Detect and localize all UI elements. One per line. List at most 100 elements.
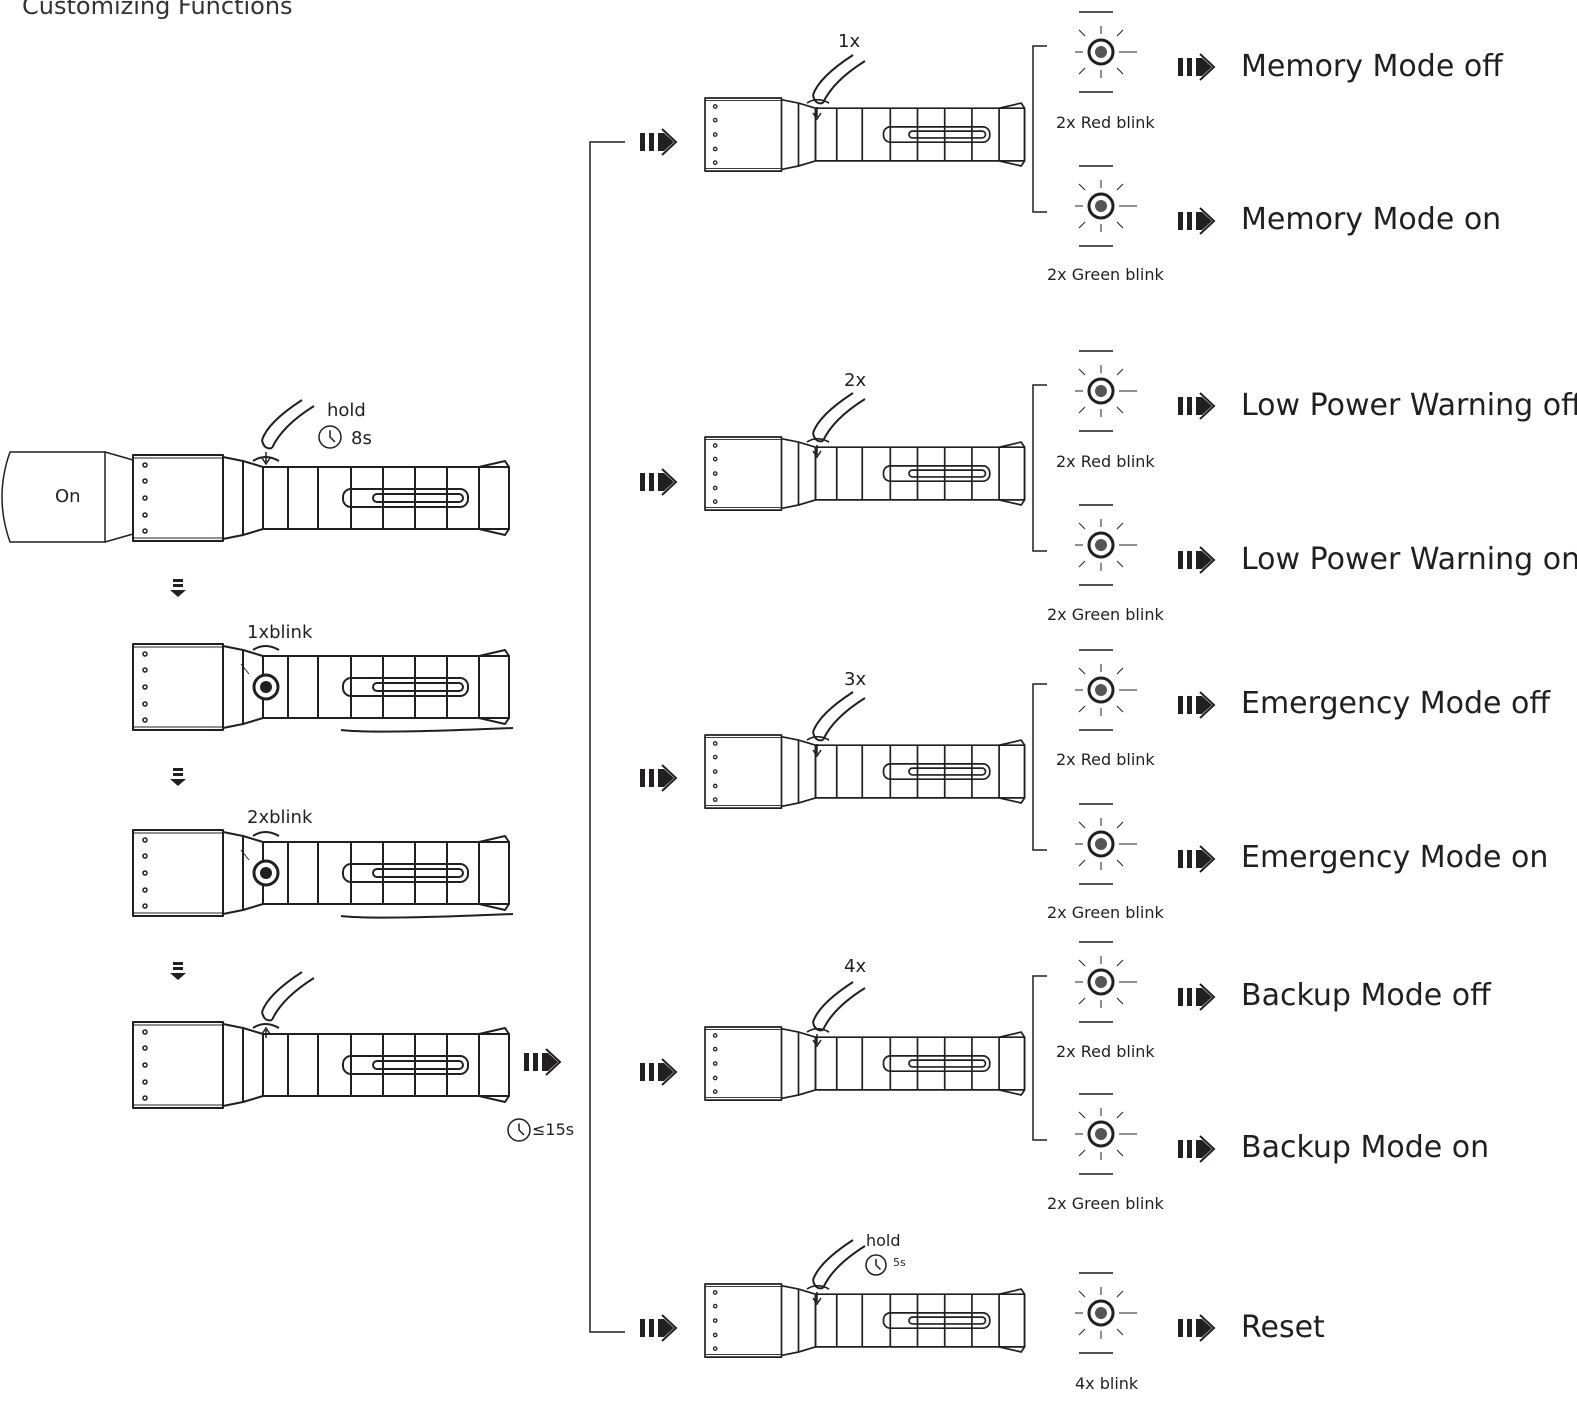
finger-press-icon bbox=[812, 1239, 866, 1306]
flashlight-bezel bbox=[704, 734, 783, 809]
bezel-dot bbox=[712, 1332, 718, 1338]
flashlight-body bbox=[814, 446, 1026, 501]
finger-press-icon bbox=[261, 971, 315, 1038]
bezel-dot bbox=[712, 499, 718, 504]
flashlight-tail bbox=[478, 460, 510, 536]
bezel-dot bbox=[142, 495, 148, 501]
bezel-dot bbox=[142, 1029, 148, 1035]
pocket-clip bbox=[882, 763, 991, 781]
bezel-dot bbox=[712, 1089, 718, 1094]
flashlight-tail bbox=[998, 1288, 1026, 1353]
main-bracket bbox=[589, 141, 625, 1333]
flashlight-neck bbox=[222, 645, 244, 729]
bezel-dot bbox=[142, 1079, 148, 1085]
result-off-label: Memory Mode off bbox=[1241, 49, 1503, 84]
flow-arrow-icon bbox=[1178, 207, 1216, 235]
light-beam bbox=[1, 451, 106, 543]
pocket-clip bbox=[342, 1055, 469, 1075]
bezel-dot bbox=[142, 478, 148, 484]
press-count-label: 1x bbox=[838, 31, 861, 52]
page-title: Customizing Functions bbox=[22, 0, 293, 20]
bezel-dot bbox=[142, 528, 148, 534]
bezel-dot bbox=[142, 512, 148, 518]
down-arrow-icon bbox=[170, 768, 186, 786]
flashlight-neck bbox=[222, 1023, 244, 1107]
bezel-dot bbox=[712, 104, 718, 109]
bezel-dot bbox=[712, 1318, 718, 1323]
hold-label: hold bbox=[327, 400, 366, 421]
finger-press-icon bbox=[261, 399, 315, 466]
pocket-clip bbox=[342, 677, 469, 697]
flow-arrow-icon bbox=[524, 1048, 562, 1076]
flashlight-neck bbox=[781, 735, 800, 808]
flashlight-body bbox=[262, 841, 510, 905]
flashlight-tail bbox=[478, 649, 510, 725]
bezel-dot bbox=[712, 117, 718, 123]
bezel-dot bbox=[142, 1062, 148, 1068]
reset-blink-label: 4x blink bbox=[1075, 1374, 1139, 1393]
bezel-dot bbox=[712, 1033, 718, 1038]
finger-press-icon bbox=[812, 54, 866, 121]
flashlight-neck bbox=[222, 456, 244, 540]
flashlight bbox=[704, 1026, 1026, 1101]
flashlight bbox=[132, 829, 514, 919]
flashlight bbox=[132, 1021, 510, 1109]
flow-arrow-icon bbox=[1178, 691, 1216, 719]
flashlight-neck bbox=[781, 1284, 800, 1357]
led-indicator-icon bbox=[1075, 11, 1137, 93]
flashlight-body bbox=[814, 1293, 1026, 1348]
green-blink-label: 2x Green blink bbox=[1047, 903, 1164, 922]
flow-arrow-icon bbox=[1178, 53, 1216, 81]
red-blink-label: 2x Red blink bbox=[1056, 750, 1155, 769]
press-arrow-icon bbox=[812, 1292, 822, 1306]
pocket-clip bbox=[882, 1312, 991, 1330]
power-switch bbox=[806, 1284, 830, 1290]
flashlight-tail bbox=[478, 835, 510, 911]
power-switch bbox=[252, 831, 280, 837]
bezel-dot bbox=[142, 1095, 148, 1101]
hold-time-label: 8s bbox=[351, 428, 372, 449]
bezel-dot bbox=[142, 1045, 148, 1051]
flashlight bbox=[704, 1283, 1026, 1358]
bezel-dot bbox=[712, 1075, 718, 1081]
flow-arrow-icon bbox=[640, 468, 678, 496]
down-arrow-icon bbox=[170, 962, 186, 980]
press-arrow-icon bbox=[812, 744, 822, 758]
bezel-dot bbox=[712, 783, 718, 789]
flashlight-bezel bbox=[132, 454, 224, 542]
bezel-dot bbox=[142, 684, 148, 690]
flow-arrow-icon bbox=[640, 128, 678, 156]
power-switch bbox=[806, 437, 830, 443]
flow-arrow-icon bbox=[640, 764, 678, 792]
bezel-dot bbox=[712, 160, 718, 165]
green-blink-label: 2x Green blink bbox=[1047, 265, 1164, 284]
led-indicator-icon bbox=[1075, 165, 1137, 247]
press-arrow-icon bbox=[812, 445, 822, 459]
press-arrow-icon bbox=[812, 107, 822, 121]
flow-arrow-icon bbox=[640, 1058, 678, 1086]
result-on-label: Low Power Warning on bbox=[1241, 542, 1577, 577]
bezel-dot bbox=[712, 1046, 718, 1052]
bezel-dot bbox=[142, 887, 148, 893]
press-arrow-icon bbox=[261, 452, 271, 466]
timeout-label: ≤15s bbox=[532, 1120, 575, 1139]
flashlight-body bbox=[814, 107, 1026, 162]
reset-hold-time-label: 5s bbox=[893, 1256, 906, 1269]
bezel-dot bbox=[142, 837, 148, 843]
blink-once-label: 1xblink bbox=[247, 622, 313, 643]
bezel-dot bbox=[712, 741, 718, 746]
result-on-label: Emergency Mode on bbox=[1241, 840, 1549, 875]
led-indicator-icon bbox=[1075, 1272, 1137, 1354]
red-blink-label: 2x Red blink bbox=[1056, 452, 1155, 471]
red-blink-label: 2x Red blink bbox=[1056, 113, 1155, 132]
bezel-dot bbox=[712, 1303, 718, 1309]
press-count-label: 3x bbox=[844, 669, 867, 690]
bezel-dot bbox=[142, 667, 148, 673]
finger-press-icon bbox=[812, 392, 866, 459]
power-switch bbox=[252, 645, 280, 651]
flashlight-neck bbox=[222, 831, 244, 915]
bezel-dot bbox=[712, 769, 718, 774]
led-indicator-icon bbox=[1075, 803, 1137, 885]
pocket-clip bbox=[882, 126, 991, 144]
